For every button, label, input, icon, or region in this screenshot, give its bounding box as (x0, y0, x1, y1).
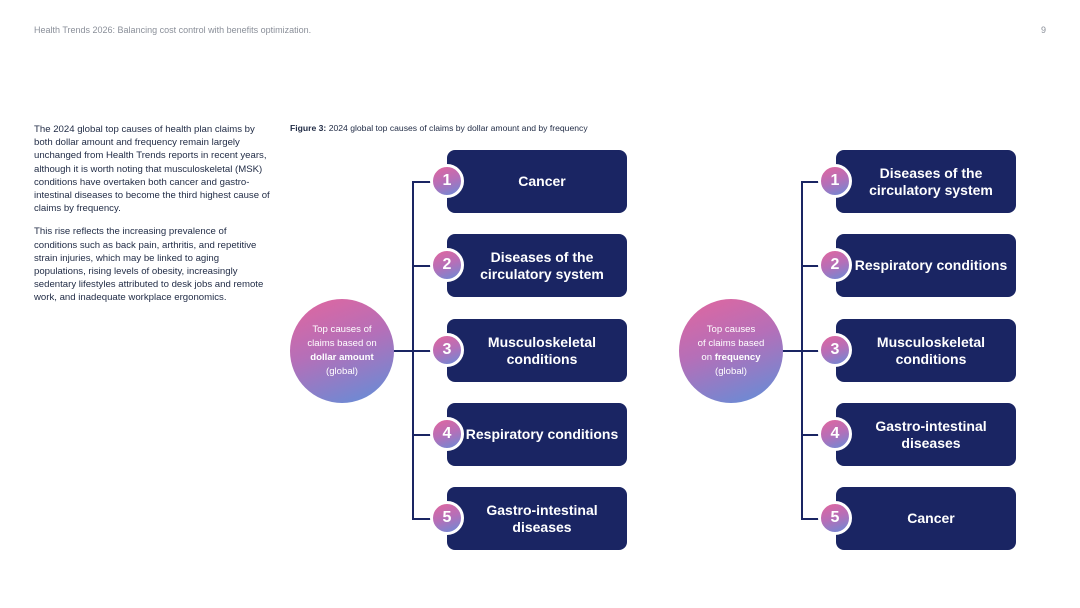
body-text: The 2024 global top causes of health pla… (34, 123, 270, 315)
connector-branch (412, 434, 442, 436)
rank-badge: 5 (430, 501, 464, 535)
cause-card: Diseases of the circulatory system (447, 234, 627, 297)
cause-card: Respiratory conditions (447, 403, 627, 466)
cause-label: Respiratory conditions (465, 426, 619, 442)
cause-card: Musculoskeletal conditions (836, 319, 1016, 382)
rank-badge: 4 (818, 417, 852, 451)
cause-card: Gastro-intestinal diseases (447, 487, 627, 550)
cause-label: Respiratory conditions (854, 257, 1008, 273)
connector-branch (801, 434, 831, 436)
hub-text: (global) (326, 366, 358, 377)
cause-label: Diseases of the circulatory system (869, 164, 993, 198)
figure-caption-text: 2024 global top causes of claims by doll… (328, 123, 588, 133)
connector-hub (392, 350, 413, 352)
cause-label: Diseases of the circulatory system (480, 248, 604, 282)
connector-branch (412, 265, 442, 267)
cause-label: Cancer (518, 173, 566, 189)
cause-card: Gastro-intestinal diseases (836, 403, 1016, 466)
cause-label: Musculoskeletal conditions (876, 333, 986, 367)
connector-branch (412, 350, 442, 352)
document-header-title: Health Trends 2026: Balancing cost contr… (34, 25, 312, 35)
connector-branch (801, 265, 831, 267)
rank-badge: 1 (430, 164, 464, 198)
connector-branch (412, 518, 442, 520)
connector-hub (781, 350, 802, 352)
rank-badge: 2 (430, 248, 464, 282)
hub-text: Top causes (706, 324, 756, 335)
cause-card: Respiratory conditions (836, 234, 1016, 297)
cause-label: Gastro-intestinal diseases (875, 417, 987, 451)
hub-bold-text: frequency (714, 352, 761, 363)
hub-text: of claims based (697, 338, 765, 349)
hub-circle-frequency: Top causes of claims based on frequency … (679, 299, 783, 403)
connector-branch (801, 518, 831, 520)
figure-label: Figure 3: (290, 123, 327, 133)
cause-card: Diseases of the circulatory system (836, 150, 1016, 213)
body-paragraph-2: This rise reflects the increasing preval… (34, 226, 264, 304)
rank-badge: 5 (818, 501, 852, 535)
cause-card: Cancer (836, 487, 1016, 550)
rank-badge: 4 (430, 417, 464, 451)
hub-bold-text: dollar amount (310, 352, 374, 363)
rank-badge: 3 (430, 333, 464, 367)
connector-branch (801, 350, 831, 352)
hub-text: Top causes of (312, 324, 372, 335)
cause-label: Musculoskeletal conditions (487, 333, 597, 367)
hub-text: (global) (715, 366, 747, 377)
page-number: 9 (1040, 25, 1046, 35)
hub-circle-dollar-amount: Top causes of claims based on dollar amo… (290, 299, 394, 403)
cause-label: Gastro-intestinal diseases (486, 501, 598, 535)
hub-prefix: on (701, 352, 713, 363)
hub-text: on frequency (701, 351, 760, 365)
rank-badge: 3 (818, 333, 852, 367)
connector-branch (412, 181, 442, 183)
cause-label: Cancer (907, 510, 955, 526)
connector-branch (801, 181, 831, 183)
figure-caption: Figure 3: 2024 global top causes of clai… (290, 123, 588, 133)
hub-text: claims based on (307, 338, 377, 349)
rank-badge: 1 (818, 164, 852, 198)
body-paragraph-1: The 2024 global top causes of health pla… (34, 124, 270, 215)
rank-badge: 2 (818, 248, 852, 282)
cause-card: Musculoskeletal conditions (447, 319, 627, 382)
cause-card: Cancer (447, 150, 627, 213)
